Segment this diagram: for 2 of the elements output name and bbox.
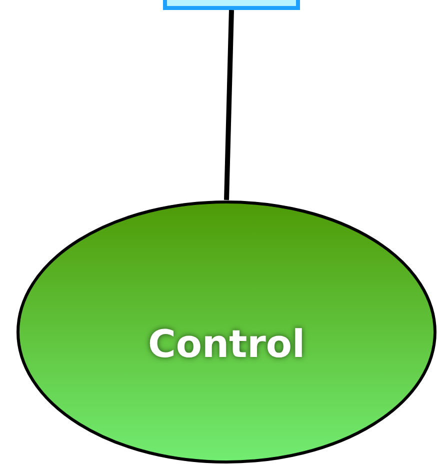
node-label: Control (148, 320, 306, 368)
connector-line (224, 10, 234, 200)
